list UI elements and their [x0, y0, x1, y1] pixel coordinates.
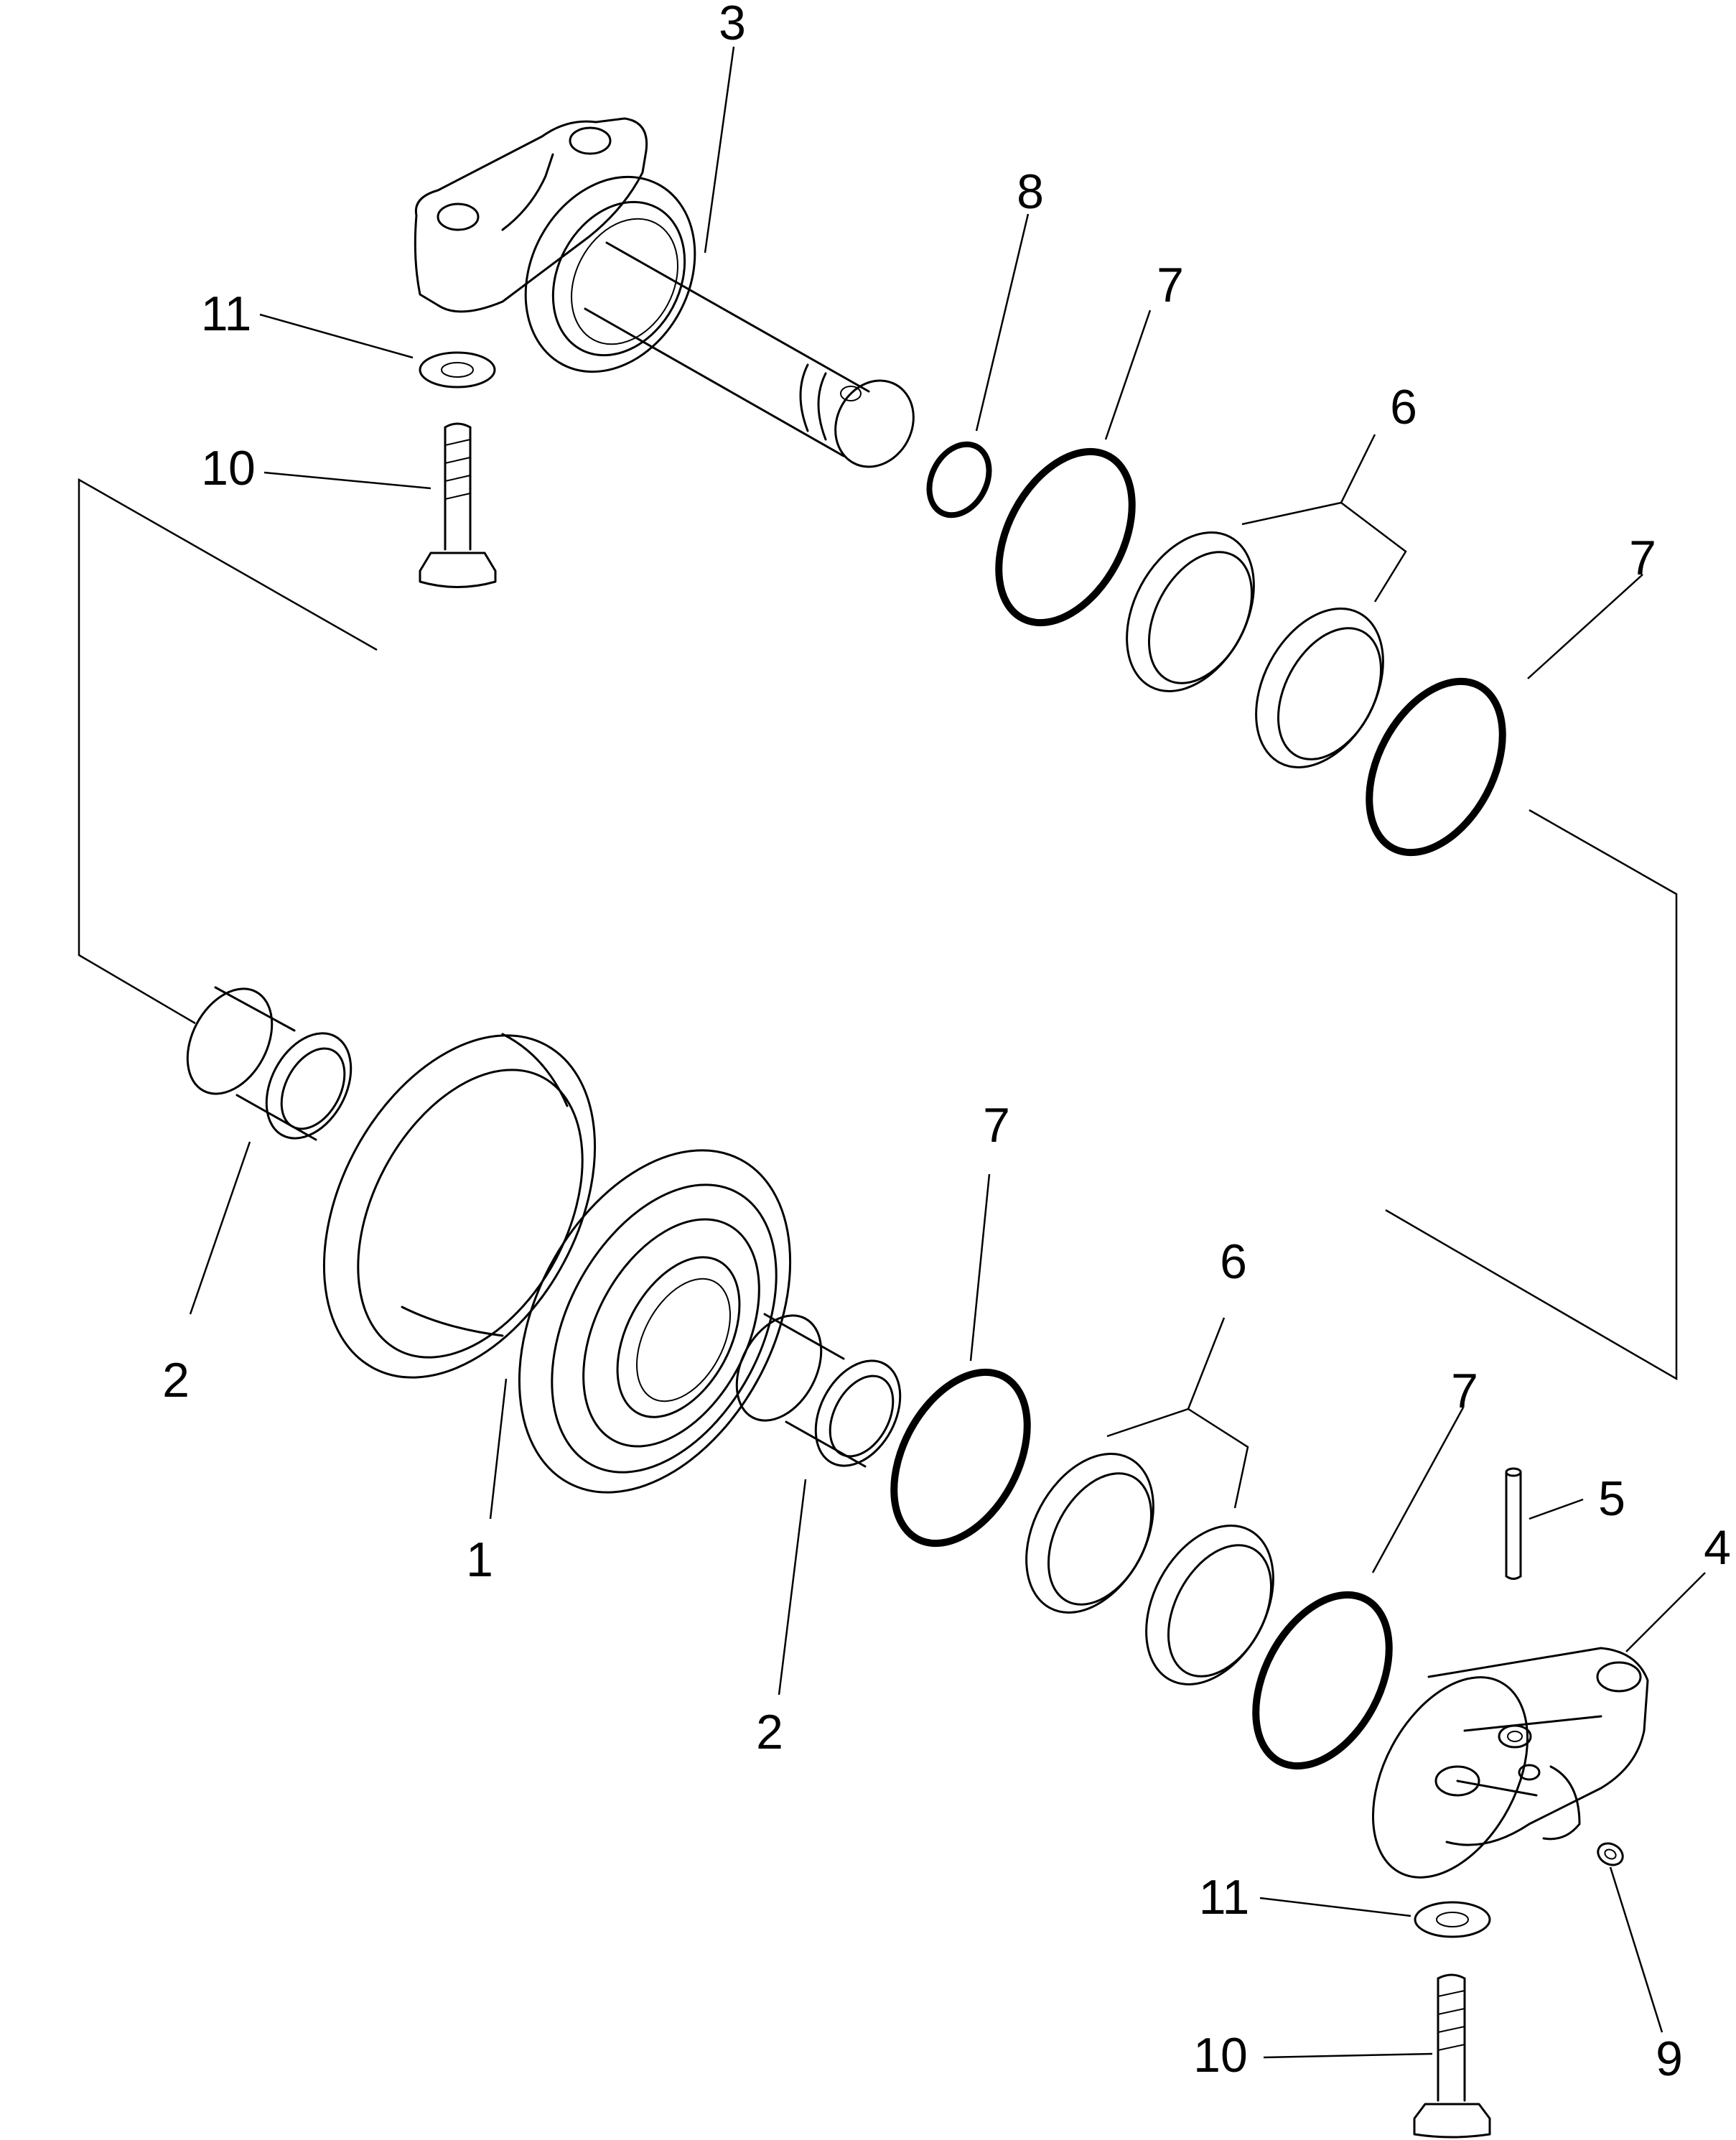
bushing-middle: [735, 1313, 902, 1468]
callout-labels: 3 8 7 6 7 11 10 2 1 2 7 6 7 5 4 11 10 9: [162, 0, 1731, 2086]
track-roller: [322, 1033, 792, 1494]
assembly-outline: [78, 478, 1678, 1381]
o-ring-lower-left: [890, 1368, 1031, 1548]
leader-lines: [189, 46, 1706, 2059]
callout-10-bottom: 10: [1193, 2028, 1248, 2083]
callout-10-top: 10: [201, 441, 256, 496]
small-o-ring: [926, 441, 992, 518]
shaft-with-bracket: [414, 117, 915, 468]
callout-2-mid: 2: [756, 1705, 783, 1759]
o-ring-upper-right: [1366, 677, 1506, 857]
callout-4: 4: [1704, 1520, 1731, 1575]
callout-6-top: 6: [1390, 380, 1417, 434]
callout-9: 9: [1656, 2032, 1683, 2086]
callout-7-a: 7: [1157, 258, 1184, 312]
washer-top: [419, 351, 496, 389]
callout-11-top: 11: [201, 287, 252, 341]
callout-8: 8: [1017, 164, 1044, 219]
bushing-left: [186, 986, 353, 1141]
floating-seal-upper: [1126, 531, 1384, 768]
callout-2-left: 2: [162, 1353, 190, 1408]
callout-3: 3: [719, 0, 746, 50]
callout-7-c: 7: [983, 1098, 1010, 1153]
pin: [1505, 1467, 1522, 1580]
o-ring-lower-right: [1252, 1591, 1393, 1770]
washer-top-hole: [441, 362, 474, 378]
callout-7-b: 7: [1629, 531, 1656, 585]
bolt-top: [419, 422, 497, 588]
callout-7-d: 7: [1451, 1364, 1478, 1418]
callout-5: 5: [1598, 1471, 1625, 1526]
bracket-lower: [1371, 1647, 1649, 1879]
o-ring-upper-left: [995, 447, 1136, 627]
callout-11-bottom: 11: [1199, 1870, 1250, 1925]
plug: [1597, 1842, 1624, 1866]
washer-bottom: [1414, 1901, 1491, 1938]
bolt-bottom: [1413, 1973, 1491, 2139]
callout-1: 1: [466, 1532, 493, 1587]
floating-seal-lower: [1025, 1453, 1274, 1685]
washer-bottom-hole: [1436, 1912, 1469, 1927]
callout-6-bottom: 6: [1220, 1234, 1247, 1289]
